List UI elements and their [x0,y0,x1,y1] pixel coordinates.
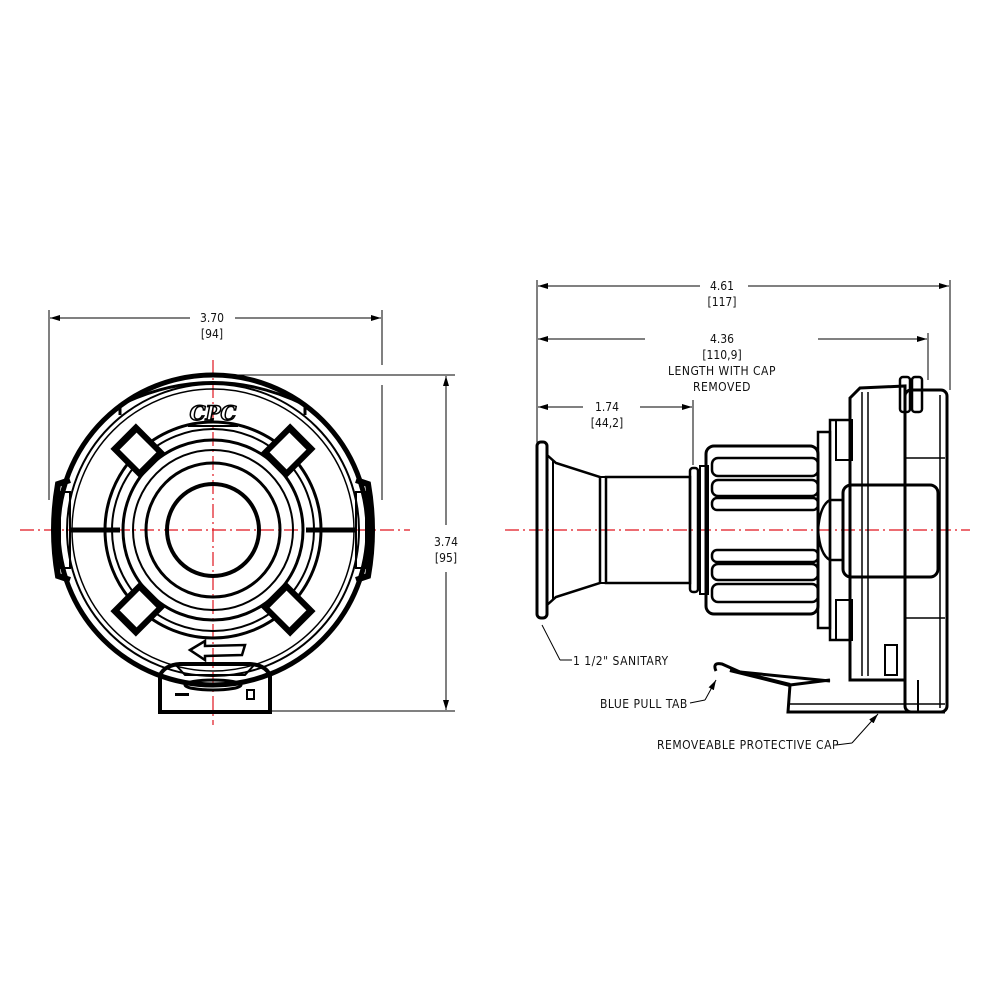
latch-bottom-right [260,581,316,637]
overall-length-value: 4.61 [710,279,734,293]
overall-length-dimension: 4.61 [117] [536,279,951,445]
cap-removed-note-line1: LENGTH WITH CAP [668,364,776,378]
width-dimension: 3.70 [94] [48,310,383,500]
cap-removed-length-value: 4.36 [710,332,734,346]
callout-sanitary: 1 1/2" SANITARY [541,624,669,668]
cap-removed-length-metric: [110,9] [702,348,741,362]
width-dim-metric: [94] [201,327,223,341]
latch-top-left [110,423,166,479]
right-lug [306,477,375,583]
protective-cap [713,662,945,714]
cap-removed-length-dimension: 4.36 [110,9] LENGTH WITH CAP REMOVED [538,332,929,394]
callout-sanitary-label: 1 1/2" SANITARY [573,654,669,668]
cap-removed-note-line2: REMOVED [693,380,751,394]
tube-length-dimension: 1.74 [44,2] [538,400,694,465]
main-housing [816,375,949,714]
latch-top-right [260,423,316,479]
bottom-pull-tab [158,662,272,714]
front-view: 3.70 [94] 3.74 [95] [20,310,458,725]
cpc-logo: CPC [190,401,237,425]
height-dim-metric: [95] [435,551,457,565]
front-housing: CPC [51,372,375,714]
left-lug [51,477,120,583]
callout-protective-cap-label: REMOVEABLE PROTECTIVE CAP [657,738,839,752]
height-dim-value: 3.74 [434,535,458,549]
sanitary-fitting [535,440,700,620]
height-dimension: 3.74 [95] [215,374,458,712]
tube-length-value: 1.74 [595,400,619,414]
callout-blue-pull-tab-label: BLUE PULL TAB [600,697,688,711]
rotation-arrow-icon [187,638,247,663]
overall-length-metric: [117] [707,295,736,309]
width-dim-value: 3.70 [200,311,224,325]
callout-blue-pull-tab: BLUE PULL TAB [600,679,717,711]
side-view: 4.61 [117] 4.36 [110,9] LENGTH WITH CAP … [505,279,970,752]
tube-length-metric: [44,2] [591,416,623,430]
latch-bottom-left [110,581,166,637]
callout-protective-cap: REMOVEABLE PROTECTIVE CAP [657,713,879,752]
